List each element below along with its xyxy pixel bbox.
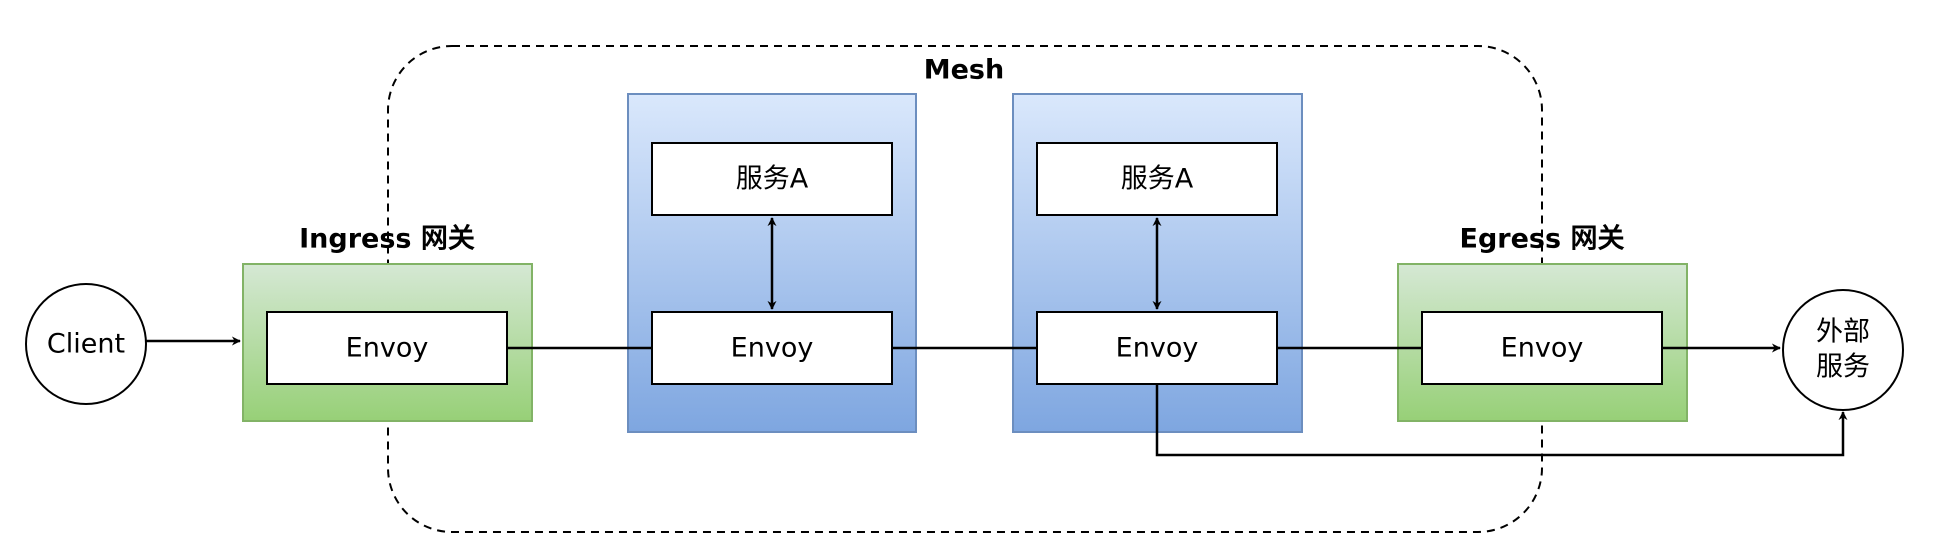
- service-a-1-label: 服务A: [736, 164, 809, 195]
- mesh-label: Mesh: [924, 55, 1004, 86]
- client-circle: [25, 283, 147, 405]
- pod-2-envoy-label: Envoy: [1116, 333, 1199, 364]
- client-node[interactable]: Client: [25, 283, 147, 405]
- external-service-node[interactable]: 外部 服务: [1782, 289, 1904, 411]
- pod2-direct-to-external-arrow: [1155, 384, 1848, 457]
- ingress-gateway[interactable]: Envoy: [242, 263, 533, 422]
- ingress-envoy-box[interactable]: [266, 311, 508, 385]
- egress-envoy-box[interactable]: [1421, 311, 1663, 385]
- service-pod-2[interactable]: 服务A Envoy: [1012, 93, 1303, 433]
- egress-gateway-label: Egress 网关: [1460, 224, 1625, 255]
- pod-1-envoy-box[interactable]: [651, 311, 893, 385]
- egress-gateway[interactable]: Envoy: [1397, 263, 1688, 422]
- service-a-1-box[interactable]: [651, 142, 893, 216]
- ingress-envoy-label: Envoy: [346, 333, 429, 364]
- egress-envoy-label: Envoy: [1501, 333, 1584, 364]
- client-label: Client: [47, 329, 125, 360]
- external-service-label-line1: 外部: [1816, 317, 1870, 348]
- external-service-label-line2: 服务: [1816, 352, 1870, 383]
- service-a-2-box[interactable]: [1036, 142, 1278, 216]
- ingress-gateway-label: Ingress 网关: [299, 224, 475, 255]
- external-service-circle: [1782, 289, 1904, 411]
- mesh-boundary: [387, 45, 1543, 533]
- pod-1-envoy-label: Envoy: [731, 333, 814, 364]
- service-a-2-label: 服务A: [1121, 164, 1194, 195]
- pod-2-envoy-box[interactable]: [1036, 311, 1278, 385]
